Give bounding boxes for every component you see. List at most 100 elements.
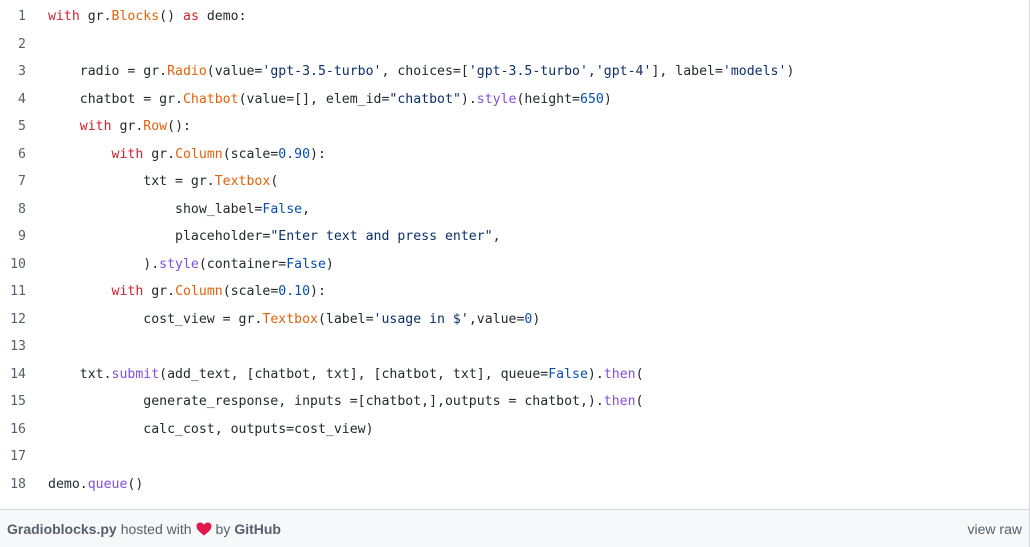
heart-icon: [196, 522, 212, 535]
code-token: (scale=: [222, 146, 279, 162]
line-code: calc_cost, outputs=cost_view): [48, 421, 374, 437]
code-line: 13: [0, 333, 1029, 361]
code-token: Textbox: [214, 174, 271, 190]
code-token: queue: [87, 476, 128, 492]
code-token: then: [603, 366, 636, 382]
code-token: with: [48, 9, 80, 25]
code-line: 8 show_label=False,: [0, 196, 1029, 224]
code-token: Column: [175, 146, 223, 162]
code-token: ,: [587, 64, 596, 80]
code-token: cost_view = gr.: [48, 311, 263, 327]
line-number: 17: [10, 449, 26, 465]
line-number: 9: [18, 229, 26, 245]
line-number: 5: [18, 119, 26, 135]
code-line: 6 with gr.Column(scale=0.90):: [0, 141, 1029, 169]
code-token: 'gpt-4': [595, 64, 652, 80]
code-token: style: [159, 256, 199, 272]
github-link[interactable]: GitHub: [234, 520, 281, 537]
code-token: gr.: [111, 119, 144, 135]
code-token: txt = gr.: [48, 174, 215, 190]
line-code: chatbot = gr.Chatbot(value=[], elem_id="…: [48, 92, 612, 107]
code-token: gr.: [143, 284, 176, 300]
code-token: (: [270, 174, 279, 190]
code-token: generate_response, inputs =[chatbot,],ou…: [48, 394, 604, 410]
code-token: calc_cost, outputs=cost_view): [48, 421, 374, 437]
line-number: 14: [10, 366, 26, 382]
line-number: 4: [18, 91, 26, 107]
line-code: show_label=False,: [48, 202, 310, 217]
code-line: 4 chatbot = gr.Chatbot(value=[], elem_id…: [0, 86, 1029, 114]
code-token: style: [476, 91, 517, 107]
line-number: 12: [10, 311, 26, 327]
line-number: 6: [18, 146, 26, 162]
gist-footer: Gradioblocks.py hosted with by GitHub vi…: [0, 509, 1029, 547]
hosted-with-text: hosted with: [120, 520, 192, 537]
code-token: ,: [492, 229, 501, 245]
line-code: with gr.Blocks() as demo:: [48, 9, 247, 24]
code-token: ).: [460, 91, 477, 107]
code-token: Chatbot: [182, 91, 239, 107]
code-token: [48, 119, 80, 134]
code-token: with: [111, 146, 144, 162]
code-token: chatbot = gr.: [48, 91, 183, 107]
code-line: 1 with gr.Blocks() as demo:: [0, 3, 1029, 31]
code-token: Column: [175, 284, 223, 300]
line-number: 16: [10, 421, 26, 437]
code-token: Row: [143, 119, 168, 135]
code-token: gr.: [79, 9, 112, 25]
code-token: False: [548, 366, 588, 382]
code-line: 10 ).style(container=False): [0, 251, 1029, 279]
code-line: 3 radio = gr.Radio(value='gpt-3.5-turbo'…: [0, 58, 1029, 86]
line-number: 7: [18, 174, 26, 190]
code-token: submit: [111, 366, 160, 382]
code-line: 15 generate_response, inputs =[chatbot,]…: [0, 388, 1029, 416]
line-number: 1: [18, 9, 26, 25]
code-token: ):: [310, 284, 326, 300]
by-text: by: [215, 520, 231, 537]
code-token: (height=: [516, 91, 581, 107]
code-token: (scale=: [222, 284, 279, 300]
code-token: (): [127, 476, 144, 492]
line-number: 18: [10, 476, 26, 492]
code-token: ).: [587, 366, 604, 382]
code-token: 650: [580, 91, 604, 107]
line-code: cost_view = gr.Textbox(label='usage in $…: [48, 312, 540, 327]
code-token: (: [635, 394, 644, 410]
code-token: (value=: [206, 64, 263, 80]
code-token: Textbox: [262, 311, 318, 327]
code-token: 'usage in $': [373, 311, 469, 327]
code-token: txt.: [48, 366, 112, 382]
line-code: ).style(container=False): [48, 257, 334, 272]
code-token: radio = gr.: [48, 64, 168, 80]
line-code: with gr.Row():: [48, 119, 191, 134]
line-code: with gr.Column(scale=0.10):: [48, 284, 326, 299]
code-token: ,: [302, 201, 311, 217]
code-token: demo:: [198, 9, 247, 25]
code-token: Radio: [167, 64, 207, 80]
code-token: 'gpt-3.5-turbo': [262, 64, 382, 80]
code-token: [48, 284, 112, 299]
code-token: "chatbot": [389, 91, 461, 107]
code-token: ():: [167, 119, 191, 135]
line-code: with gr.Column(scale=0.90):: [48, 147, 326, 162]
code-token: [48, 147, 112, 162]
code-token: (add_text, [chatbot, txt], [chatbot, txt…: [159, 366, 549, 382]
code-token: "Enter text and press enter": [270, 229, 493, 245]
code-token: ,value=: [468, 311, 525, 327]
code-token: 0.10: [278, 284, 311, 300]
gist-filename-link[interactable]: Gradioblocks.py: [7, 520, 117, 537]
line-code: txt = gr.Textbox(: [48, 174, 278, 189]
code-token: placeholder=: [48, 229, 271, 245]
line-number: 15: [10, 394, 26, 410]
code-line: 11 with gr.Column(scale=0.10):: [0, 278, 1029, 306]
code-token: 'gpt-3.5-turbo': [468, 64, 588, 80]
code-token: ): [532, 311, 541, 327]
code-line: 2: [0, 31, 1029, 59]
line-number: 3: [18, 64, 26, 80]
code-line: 14 txt.submit(add_text, [chatbot, txt], …: [0, 361, 1029, 389]
code-token: (container=: [198, 256, 287, 272]
code-line: 5 with gr.Row():: [0, 113, 1029, 141]
view-raw-link[interactable]: view raw: [967, 520, 1022, 537]
